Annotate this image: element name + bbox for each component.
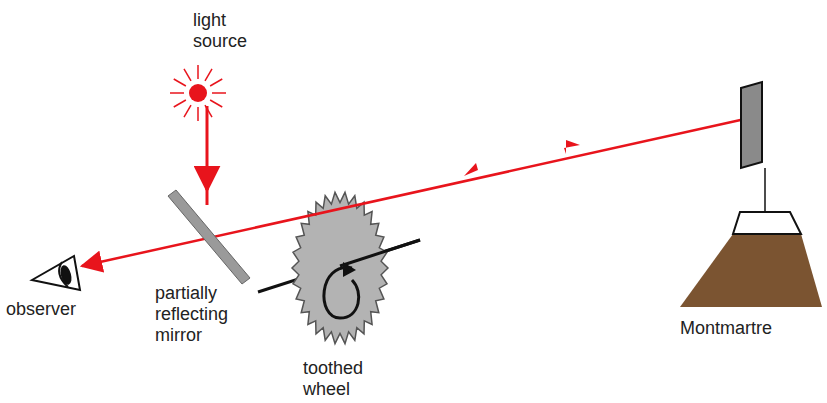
part-label: light source: [193, 10, 253, 52]
part-label: toothed wheel: [303, 358, 373, 400]
part-label: Montmartre: [680, 318, 810, 339]
wheel-axle: [340, 240, 420, 266]
light-source-symbol: [170, 65, 226, 121]
incident-beam: [206, 106, 209, 190]
light-beam: [82, 119, 745, 266]
incident-beam: [206, 188, 209, 205]
part-label: observer: [6, 299, 96, 320]
montmartre-hill: [680, 82, 822, 307]
partial-mirror: [168, 190, 250, 284]
part-label: partially reflecting mirror: [155, 283, 245, 346]
observer-eye: [32, 256, 80, 290]
rotation-arrow: [324, 268, 359, 318]
beam-direction-arrow: [564, 140, 580, 154]
beam-direction-arrow: [464, 163, 478, 176]
rotation-arrow: [343, 262, 356, 277]
